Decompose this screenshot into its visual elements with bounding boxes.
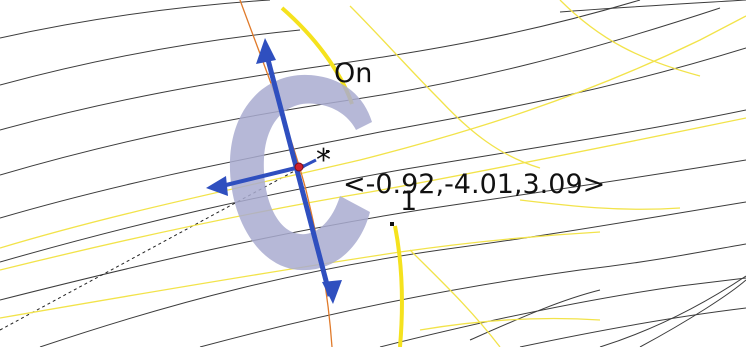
- snap-status-label: On: [334, 58, 372, 89]
- vertical-axis-handle[interactable]: [263, 51, 333, 297]
- rotation-ring-icon[interactable]: [229, 74, 372, 271]
- asterisk-cursor-icon: *: [316, 143, 331, 178]
- wire-curve: [39, 201, 746, 348]
- pivot-point-icon[interactable]: [294, 162, 304, 172]
- wire-curve: [0, 0, 271, 39]
- wire-curve: [519, 307, 746, 348]
- wire-curve: [0, 29, 301, 86]
- yellow-curve: [519, 199, 681, 210]
- wire-curve: [0, 109, 746, 263]
- wire-curve: [0, 0, 641, 131]
- transform-gizmo[interactable]: [206, 38, 342, 304]
- wire-curve: [379, 277, 746, 348]
- yellow-curve: [349, 5, 541, 169]
- wire-curve: [639, 279, 746, 348]
- yellow-curve: [559, 0, 701, 77]
- yellow-curve: [409, 249, 501, 348]
- axis-arrow-left-icon[interactable]: [206, 176, 228, 196]
- yellow-curve: [0, 231, 601, 319]
- axis-arrow-down-icon[interactable]: [322, 280, 342, 304]
- wire-curve: [199, 243, 746, 348]
- horizontal-axis-handle[interactable]: [221, 164, 305, 188]
- wire-curve: [0, 7, 721, 176]
- wire-curve: [0, 47, 746, 219]
- wire-curve: [599, 275, 746, 348]
- point-index-label: 1: [400, 186, 417, 217]
- vertex-point[interactable]: [326, 150, 329, 153]
- vertex-point[interactable]: [390, 222, 394, 226]
- axis-arrow-up-icon[interactable]: [256, 38, 276, 64]
- wire-curve: [0, 159, 746, 301]
- wire-curve: [469, 289, 601, 341]
- yellow-curve: [0, 15, 746, 249]
- coordinate-readout: <-0.92,-4.01,3.09>: [343, 169, 605, 200]
- yellow-curve: [0, 117, 746, 271]
- yellow-curve: [419, 317, 601, 331]
- wire-curve: [559, 0, 746, 13]
